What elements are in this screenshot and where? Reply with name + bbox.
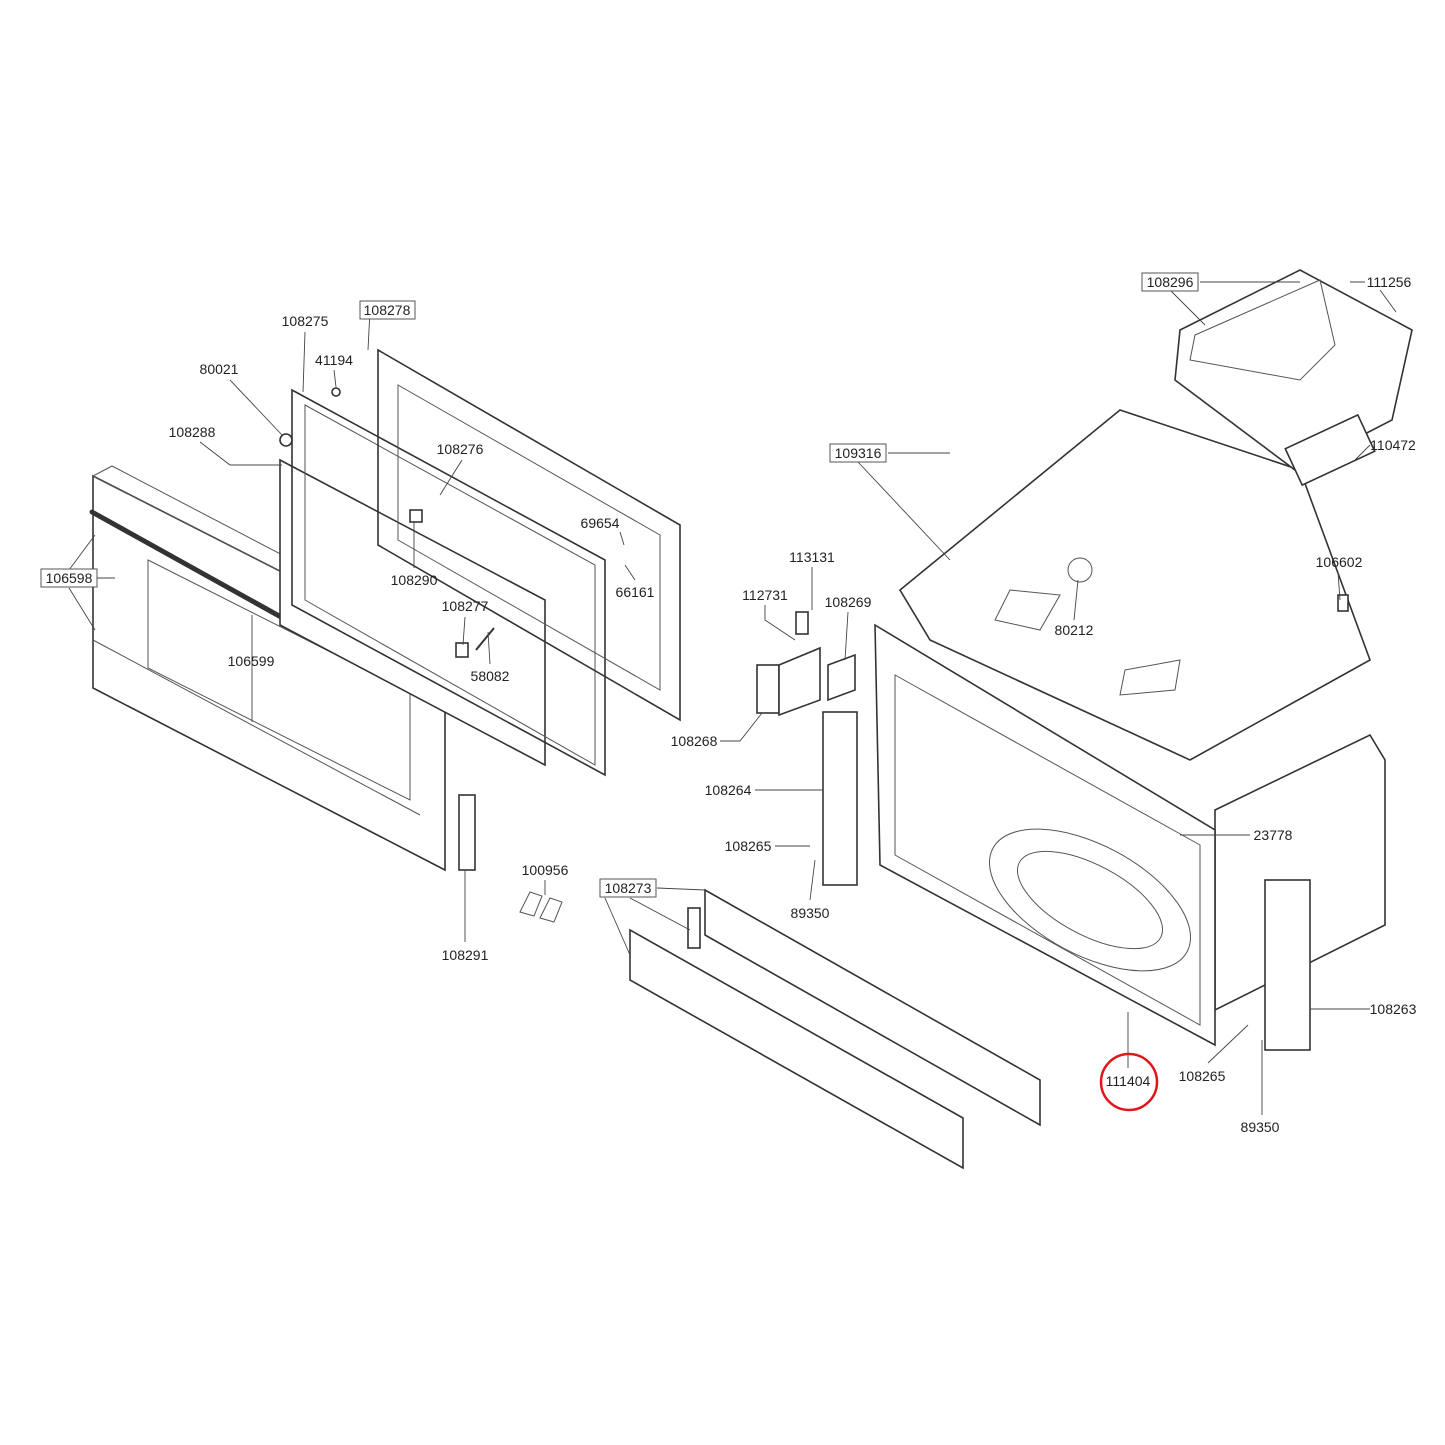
label-108265[interactable]: 108265 bbox=[725, 838, 772, 854]
label-23778[interactable]: 23778 bbox=[1254, 827, 1293, 843]
label-111404-highlighted[interactable]: 111404 bbox=[1106, 1073, 1151, 1089]
label-80021[interactable]: 80021 bbox=[200, 361, 239, 377]
label-box-108278 bbox=[359, 300, 416, 320]
part-labels: 108296 111256 108278 108275 41194 80021 … bbox=[46, 274, 1417, 1135]
label-112731[interactable]: 112731 bbox=[742, 587, 788, 603]
label-100956[interactable]: 100956 bbox=[522, 862, 569, 878]
label-58082[interactable]: 58082 bbox=[471, 668, 510, 684]
label-110472[interactable]: 110472 bbox=[1370, 437, 1416, 453]
door-frame-108275 bbox=[291, 388, 606, 777]
label-106599[interactable]: 106599 bbox=[228, 653, 275, 669]
oven-body bbox=[756, 409, 1386, 1051]
bottom-panel-108273 bbox=[629, 888, 1041, 1170]
label-108276[interactable]: 108276 bbox=[437, 441, 484, 457]
bumper-80021 bbox=[279, 433, 293, 447]
label-108265[interactable]: 108265 bbox=[1179, 1068, 1226, 1084]
label-41194[interactable]: 41194 bbox=[315, 352, 353, 368]
label-66161[interactable]: 66161 bbox=[616, 584, 655, 600]
label-108291[interactable]: 108291 bbox=[442, 947, 489, 963]
label-80212[interactable]: 80212 bbox=[1055, 622, 1094, 638]
part-108290 bbox=[409, 509, 423, 523]
clips-100956 bbox=[519, 891, 563, 923]
leader-lines bbox=[68, 281, 1397, 1115]
label-108268[interactable]: 108268 bbox=[671, 733, 718, 749]
label-108269[interactable]: 108269 bbox=[825, 594, 872, 610]
label-108277[interactable]: 108277 bbox=[442, 598, 489, 614]
part-108277 bbox=[455, 642, 469, 658]
label-108263[interactable]: 108263 bbox=[1370, 1001, 1417, 1017]
screw-41194 bbox=[331, 387, 341, 397]
door-glass-108288 bbox=[279, 458, 546, 767]
label-108290[interactable]: 108290 bbox=[391, 572, 438, 588]
label-108273[interactable]: 108273 bbox=[605, 880, 652, 896]
label-box-108296 bbox=[1141, 272, 1199, 292]
inner-glass-108278 bbox=[377, 348, 681, 722]
label-108275[interactable]: 108275 bbox=[282, 313, 329, 329]
screw-58082 bbox=[475, 627, 495, 651]
label-box-109316 bbox=[829, 443, 887, 463]
label-89350[interactable]: 89350 bbox=[791, 905, 830, 921]
label-69654[interactable]: 69654 bbox=[581, 515, 620, 531]
door-hinge-108291 bbox=[458, 794, 476, 871]
label-89350[interactable]: 89350 bbox=[1241, 1119, 1280, 1135]
fan-assembly-108296 bbox=[1174, 269, 1413, 487]
label-108288[interactable]: 108288 bbox=[169, 424, 216, 440]
label-106598[interactable]: 106598 bbox=[46, 570, 93, 586]
highlight-circle bbox=[1099, 1052, 1159, 1112]
label-106602[interactable]: 106602 bbox=[1316, 554, 1363, 570]
label-108264[interactable]: 108264 bbox=[705, 782, 752, 798]
label-109316[interactable]: 109316 bbox=[835, 445, 882, 461]
label-box-106598 bbox=[40, 568, 98, 588]
label-108296[interactable]: 108296 bbox=[1147, 274, 1194, 290]
label-113131[interactable]: 113131 bbox=[789, 549, 835, 565]
label-box-108273 bbox=[599, 878, 657, 898]
label-108278[interactable]: 108278 bbox=[364, 302, 411, 318]
label-111256[interactable]: 111256 bbox=[1367, 274, 1412, 290]
